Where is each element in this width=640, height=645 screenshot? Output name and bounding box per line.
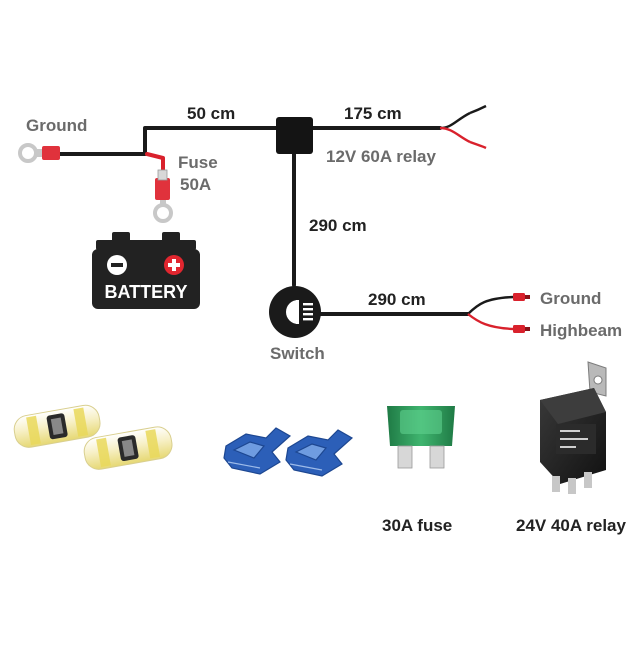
switch-label: Switch [270, 344, 325, 363]
blade-fuse-icon [387, 406, 455, 469]
headlight-switch-icon [269, 286, 321, 338]
relay-24v-label: 24V 40A relay [516, 516, 626, 535]
ground-ring-terminal [18, 143, 60, 163]
length-relay-out-label: 175 cm [344, 104, 402, 123]
ground-right-label: Ground [540, 289, 601, 308]
relay-wire-split [439, 104, 487, 150]
relay-box [276, 117, 313, 154]
fuse-label: Fuse [178, 153, 218, 172]
ground-left-label: Ground [26, 116, 87, 135]
automotive-relay-icon [540, 361, 607, 494]
switch-wire-split [467, 295, 515, 331]
car-battery-icon [92, 232, 200, 309]
length-switch-out-label: 290 cm [368, 290, 426, 309]
ground-lead-wire [50, 126, 292, 156]
switch-output-terminals [513, 293, 530, 333]
length-battery-relay-label: 50 cm [187, 104, 235, 123]
fuse-holder [153, 169, 173, 223]
highbeam-label: Highbeam [540, 321, 622, 340]
wires [50, 126, 470, 316]
fuse-rating-label: 50A [180, 175, 211, 194]
battery-label: BATTERY [105, 282, 188, 302]
wire-tap-connector-icon [223, 427, 354, 477]
length-relay-switch-label: 290 cm [309, 216, 367, 235]
heat-shrink-butt-connector-icon [13, 404, 173, 470]
fuse-30a-label: 30A fuse [382, 516, 452, 535]
relay-label: 12V 60A relay [326, 147, 436, 166]
